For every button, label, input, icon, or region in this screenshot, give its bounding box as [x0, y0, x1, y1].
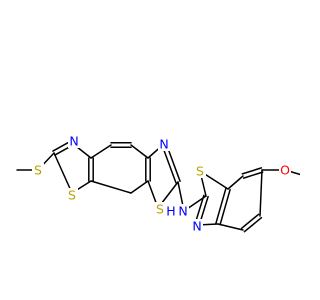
atom-label-text: N [69, 134, 78, 149]
atom-n-lower-thiazole: N [158, 137, 170, 152]
bond-double-b-Bz3-Bz4 [243, 216, 263, 233]
atom-label-background [191, 219, 203, 233]
atom-label-background [279, 163, 291, 177]
atom-label-background [177, 204, 189, 218]
atom-h-amine: H [165, 204, 177, 219]
atom-label-background [154, 202, 166, 216]
atom-label-background [68, 134, 80, 148]
atom-label-text: S [68, 188, 76, 203]
bond-single-Bz4-C3ab [217, 223, 244, 231]
atom-label-background [66, 188, 78, 202]
atom-label-text: N [159, 137, 168, 152]
atom-label-background [194, 164, 206, 178]
atom-label-text: S [156, 202, 164, 217]
atom-n-amine: N [177, 204, 189, 219]
atom-s-upper-thiazole: S [66, 188, 78, 203]
bond-single-B5-B6 [130, 144, 149, 159]
atom-label-background [165, 204, 177, 218]
bond-double-a-C3ab-C7ab [219, 188, 231, 226]
atom-n-upper-thiazole: N [68, 134, 80, 149]
atom-s-lower-thiazole: S [154, 202, 166, 217]
bond-double-b-C2-N3 [52, 140, 72, 152]
bond-single-C2-S1r [53, 152, 73, 194]
bond-double-a-Bz1-Bz2 [242, 171, 264, 179]
atom-label-text: O [280, 163, 290, 178]
bond-lines [16, 140, 300, 233]
atom-s-benzothiazole: S [194, 164, 206, 179]
bond-single-B8-C7a [90, 180, 132, 194]
atom-label-background [32, 163, 44, 177]
bond-single-B7-B8 [130, 180, 149, 194]
atom-n-benzothiazole: N [191, 219, 203, 234]
bond-single-C7ab-Bz1 [227, 175, 244, 190]
atom-label-text: S [34, 163, 42, 178]
bond-single-Bz2-Bz3 [259, 169, 263, 217]
atom-s-thioether: S [32, 163, 44, 178]
atom-label-text: N [192, 219, 201, 234]
bond-double-a-N3b-C2b [161, 144, 177, 184]
atom-label-background [158, 137, 170, 151]
bond-double-b-Bz1-Bz2 [241, 167, 263, 175]
atom-o-methoxy: O [279, 163, 291, 178]
bond-double-b-C3ab-C7ab [215, 187, 227, 225]
atom-label-text: N [178, 204, 187, 219]
bond-single-C3a-B4 [90, 144, 112, 159]
atom-label-text: S [196, 164, 204, 179]
atom-label-text: H [166, 204, 175, 219]
bond-double-a-Bz3-Bz4 [240, 213, 260, 230]
